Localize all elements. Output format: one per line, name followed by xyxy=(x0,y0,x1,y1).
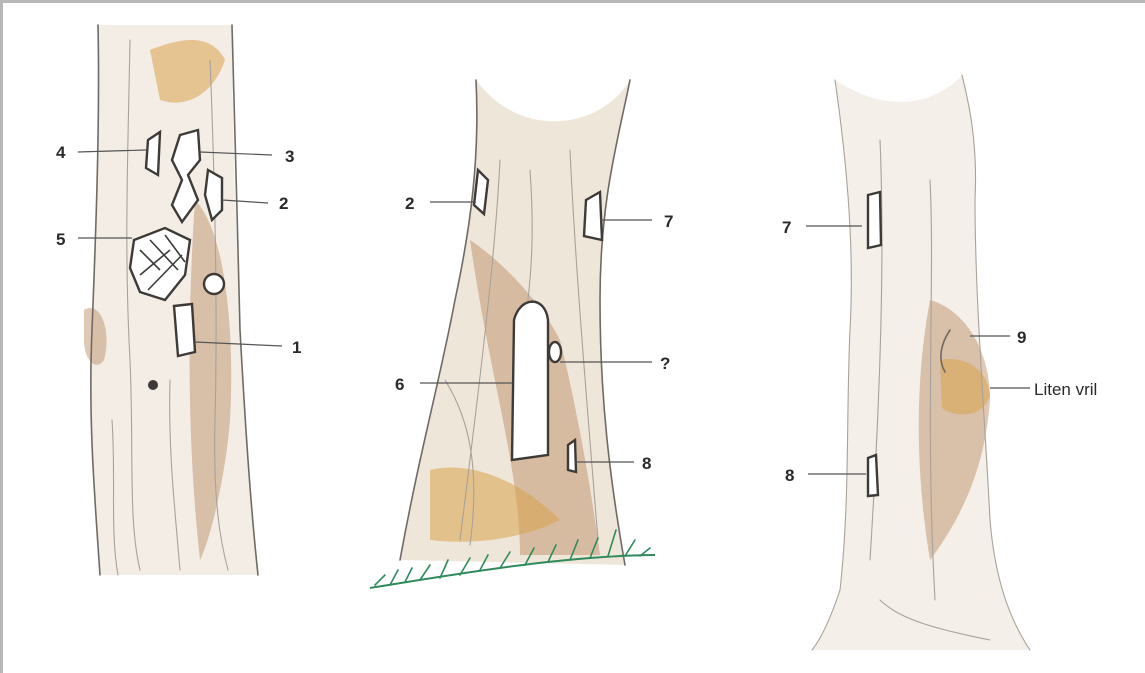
label-1: 1 xyxy=(292,338,301,357)
right-label-9: 9 xyxy=(1017,328,1026,347)
right-tree xyxy=(812,75,1030,650)
feature-6-opening xyxy=(512,302,548,460)
label-3: 3 xyxy=(285,147,294,166)
feature-question-mark xyxy=(549,342,561,362)
middle-label-6: 6 xyxy=(395,375,404,394)
middle-label-7: 7 xyxy=(664,212,673,231)
label-4: 4 xyxy=(56,143,66,162)
right-label-liten-vril: Liten vril xyxy=(1034,380,1097,399)
right-label-8: 8 xyxy=(785,466,794,485)
label-5: 5 xyxy=(56,230,65,249)
right-feature-8-mark xyxy=(868,455,878,496)
round-cavity-mark xyxy=(204,274,224,294)
middle-feature-7-mark xyxy=(584,192,602,240)
label-2: 2 xyxy=(279,194,288,213)
middle-feature-2-mark xyxy=(474,170,488,214)
right-label-7: 7 xyxy=(782,218,791,237)
middle-label-8: 8 xyxy=(642,454,651,473)
middle-label-2: 2 xyxy=(405,194,414,213)
middle-tree xyxy=(370,80,655,588)
middle-label-question: ? xyxy=(660,354,670,373)
middle-feature-8-mark xyxy=(568,440,576,472)
feature-1-mark xyxy=(174,304,195,356)
right-feature-7-mark xyxy=(868,192,881,248)
left-tree xyxy=(84,25,258,575)
